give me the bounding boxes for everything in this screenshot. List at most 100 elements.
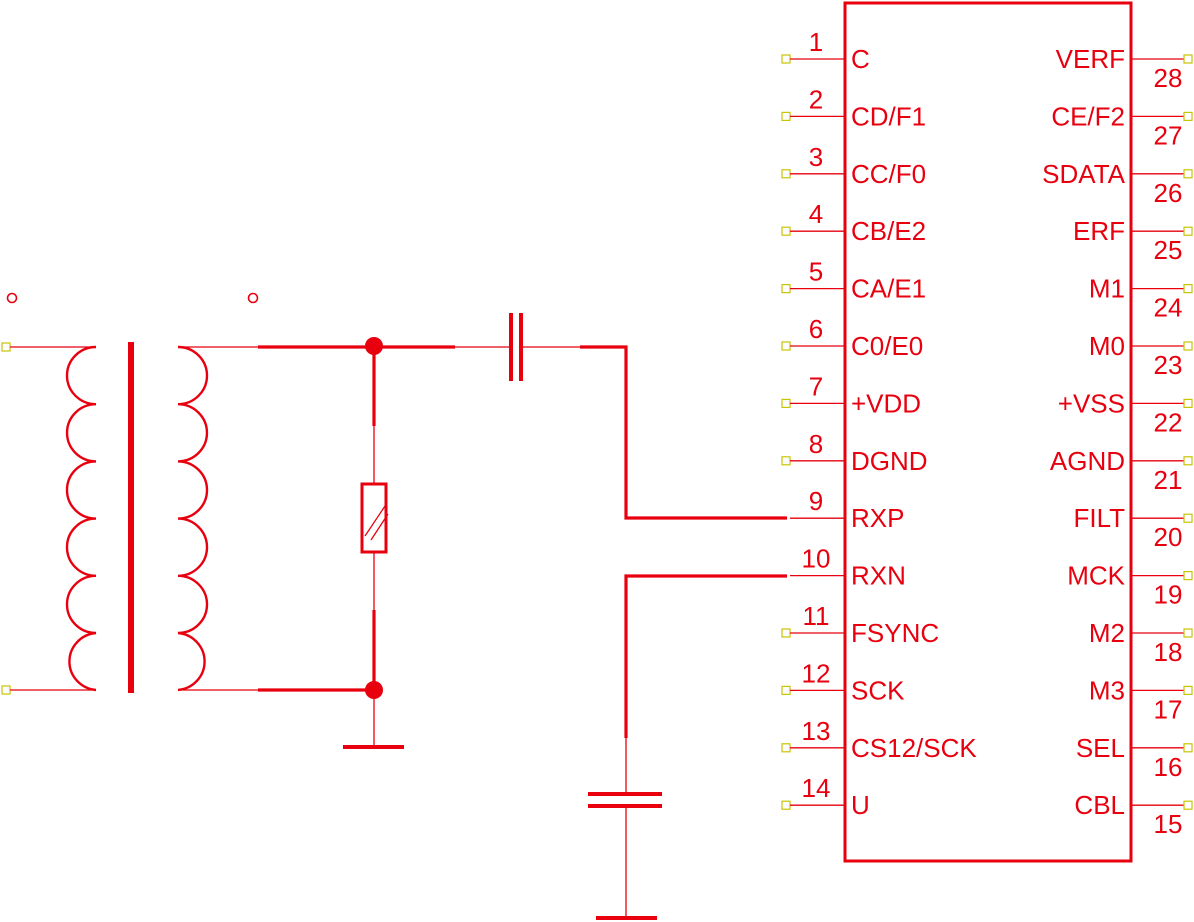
ic-pin-14: 14U <box>781 773 870 820</box>
pin-number: 7 <box>809 371 823 401</box>
pin-name: AGND <box>1050 446 1125 476</box>
pin-number: 25 <box>1154 235 1183 265</box>
pin-number: 9 <box>809 486 823 516</box>
pin-terminal <box>781 800 791 810</box>
pin-name: +VDD <box>851 388 921 418</box>
input-terminal-bottom <box>1 685 11 695</box>
pin-terminal <box>781 54 791 64</box>
pin-terminal <box>1183 800 1193 810</box>
pin-terminal <box>781 398 791 408</box>
pin-number: 19 <box>1154 580 1183 610</box>
pin-number: 6 <box>809 314 823 344</box>
pin-number: 21 <box>1154 465 1183 495</box>
pin-name: M1 <box>1089 274 1125 304</box>
ic-left-pins: 1C2CD/F13CC/F04CB/E25CA/E16C0/E07+VDD8DG… <box>781 27 977 820</box>
pin-name: M0 <box>1089 331 1125 361</box>
pin-terminal <box>1183 54 1193 64</box>
pin-name: SEL <box>1076 733 1125 763</box>
filter-capacitor-symbol <box>588 574 787 920</box>
ic-pin-7: 7 +VDD <box>781 371 921 418</box>
pin-name: CB/E2 <box>851 216 926 246</box>
pin-name: RXN <box>851 561 906 591</box>
junction-dot-top <box>365 337 383 355</box>
pin-terminal <box>1183 570 1193 581</box>
pin-terminal <box>1183 456 1193 466</box>
pin-terminal <box>1183 169 1193 179</box>
input-open-terminal-right <box>247 292 259 304</box>
pin-name: MCK <box>1067 561 1125 591</box>
pin-number: 1 <box>809 27 823 57</box>
pin-terminal <box>1183 284 1193 294</box>
pin-terminal <box>1183 111 1193 122</box>
ic-pin-20: 20 FILT <box>1073 503 1193 552</box>
pin-number: 8 <box>809 429 823 459</box>
pin-terminal <box>1183 341 1193 351</box>
pin-terminal <box>781 628 791 638</box>
pin-name: C0/E0 <box>851 331 923 361</box>
input-open-terminal-left <box>6 292 18 304</box>
pin-number: 11 <box>803 601 830 631</box>
pin-name: CBL <box>1074 790 1125 820</box>
ic-pin-3: 3CC/F0 <box>781 142 926 189</box>
ic-pin-6: 6C0/E0 <box>781 314 923 361</box>
pin-terminal <box>1183 513 1193 523</box>
pin-name: FSYNC <box>851 618 939 648</box>
pin-terminal <box>1183 628 1193 638</box>
pin-terminal <box>1183 398 1193 408</box>
pin-name: C <box>851 44 870 74</box>
pin-number: 17 <box>1154 694 1183 724</box>
ground-symbol <box>343 690 404 749</box>
pin-terminal <box>1183 743 1193 753</box>
pin-number: 26 <box>1154 178 1183 208</box>
pin-terminal <box>781 685 791 696</box>
pin-number: 24 <box>1154 293 1183 323</box>
ic-pin-24: 24 M1 <box>1089 274 1193 323</box>
pin-name: DGND <box>851 446 928 476</box>
pin-name: SCK <box>851 675 905 705</box>
pin-number: 4 <box>809 199 823 229</box>
pin-terminal <box>781 456 791 466</box>
pin-name: M2 <box>1089 618 1125 648</box>
pin-number: 22 <box>1154 407 1183 437</box>
pin-number: 20 <box>1154 522 1183 552</box>
pin-number: 3 <box>809 142 823 172</box>
pin-terminal <box>781 743 791 753</box>
pin-number: 13 <box>802 716 831 746</box>
pin-number: 5 <box>809 257 823 287</box>
pin-name: RXP <box>851 503 904 533</box>
pin-terminal <box>1183 685 1193 696</box>
primary-winding <box>65 345 97 692</box>
pin-terminal <box>781 226 791 236</box>
ic-pin-26: 26 SDATA <box>1042 159 1193 208</box>
pin-name: SDATA <box>1042 159 1125 189</box>
pin-number: 28 <box>1154 63 1183 93</box>
input-terminal-top <box>1 342 11 352</box>
pin-name: CA/E1 <box>851 274 926 304</box>
pin-name: U <box>851 790 870 820</box>
pin-terminal <box>781 111 791 122</box>
coupling-capacitor-symbol <box>455 313 787 520</box>
pin-number: 2 <box>809 84 823 114</box>
ic-pin-4: 4CB/E2 <box>781 199 926 246</box>
pin-terminal <box>781 284 791 294</box>
pin-name: +VSS <box>1058 388 1125 418</box>
pin-name: CE/F2 <box>1051 101 1125 131</box>
ic-pin-17: 17 M3 <box>1089 675 1193 724</box>
pin-name: VERF <box>1056 44 1125 74</box>
pin-number: 12 <box>802 658 831 688</box>
secondary-winding <box>177 345 209 692</box>
varistor-body <box>360 482 388 554</box>
ic-body <box>843 1 1133 863</box>
pin-name: FILT <box>1073 503 1125 533</box>
pin-name: M3 <box>1089 675 1125 705</box>
